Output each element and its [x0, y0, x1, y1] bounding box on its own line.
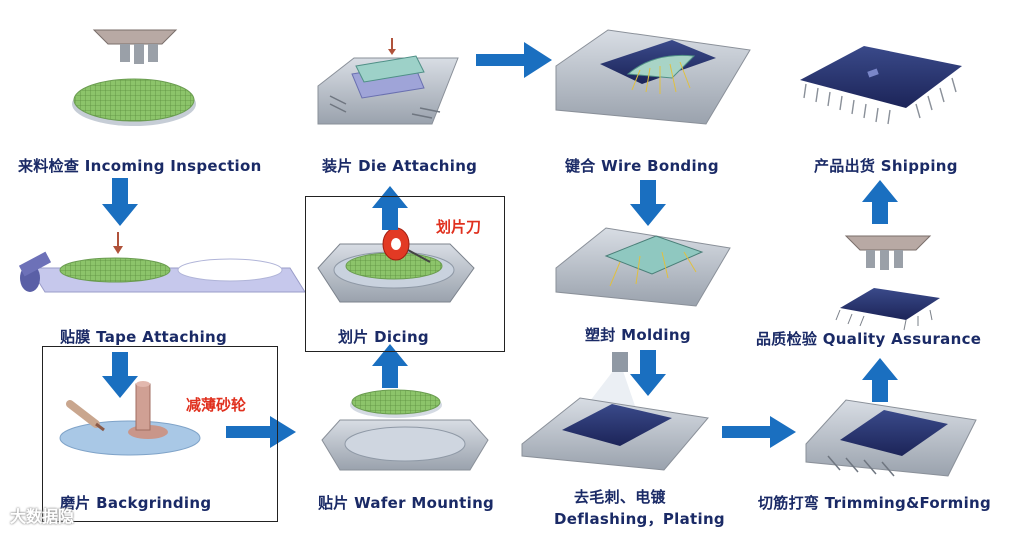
die-attaching-illustration [317, 38, 459, 125]
label-dicing: 划片 Dicing [338, 328, 429, 346]
arrow-up-2 [372, 186, 408, 230]
molding-illustration [555, 227, 731, 307]
deflashing-illustration [521, 352, 709, 471]
wafer-mounting-illustration [321, 389, 489, 471]
dicing-highlight-box [305, 196, 505, 352]
arrow-right-2 [476, 42, 552, 78]
backgrinding-illustration [59, 381, 201, 456]
arrow-up-1 [372, 344, 408, 388]
arrow-down-2 [102, 352, 138, 398]
backgrinding-highlight-box [42, 346, 278, 522]
label-wafer-mounting: 贴片 Wafer Mounting [318, 494, 495, 512]
label-trimming-forming: 切筋打弯 Trimming&Forming [758, 494, 992, 512]
flow-arrows [102, 42, 898, 448]
arrow-down-3 [630, 180, 666, 226]
annotation-dicing-blade: 划片刀 [436, 218, 482, 236]
label-incoming-inspection: 来料检查 Incoming Inspection [18, 157, 262, 175]
tape-attaching-illustration [18, 232, 306, 293]
annotation-grinding-wheel: 减薄砂轮 [186, 396, 247, 414]
watermark: 大数据隐 [10, 507, 75, 526]
trimming-forming-illustration [805, 399, 977, 477]
label-deflashing-en: Deflashing，Plating [554, 510, 725, 528]
label-backgrinding: 磨片 Backgrinding [60, 494, 212, 512]
arrow-up-3 [862, 358, 898, 402]
wire-bonding-illustration [555, 29, 751, 125]
arrow-right-1 [226, 416, 296, 448]
label-shipping: 产品出货 Shipping [814, 157, 958, 175]
quality-assurance-illustration [835, 235, 940, 331]
arrow-up-4 [862, 180, 898, 224]
dicing-illustration [317, 227, 475, 303]
shipping-illustration [800, 46, 962, 125]
label-wire-bonding: 键合 Wire Bonding [565, 157, 719, 175]
arrow-down-1 [102, 178, 138, 226]
arrow-right-3 [722, 416, 796, 448]
label-tape-attaching: 贴膜 Tape Attaching [60, 328, 228, 346]
label-deflashing-cn: 去毛刺、电镀 [574, 488, 666, 506]
arrow-down-4 [630, 350, 666, 396]
label-die-attaching: 装片 Die Attaching [322, 157, 478, 175]
label-molding: 塑封 Molding [585, 326, 691, 344]
incoming-inspection-illustration [72, 29, 196, 126]
label-quality-assurance: 品质检验 Quality Assurance [756, 330, 982, 348]
